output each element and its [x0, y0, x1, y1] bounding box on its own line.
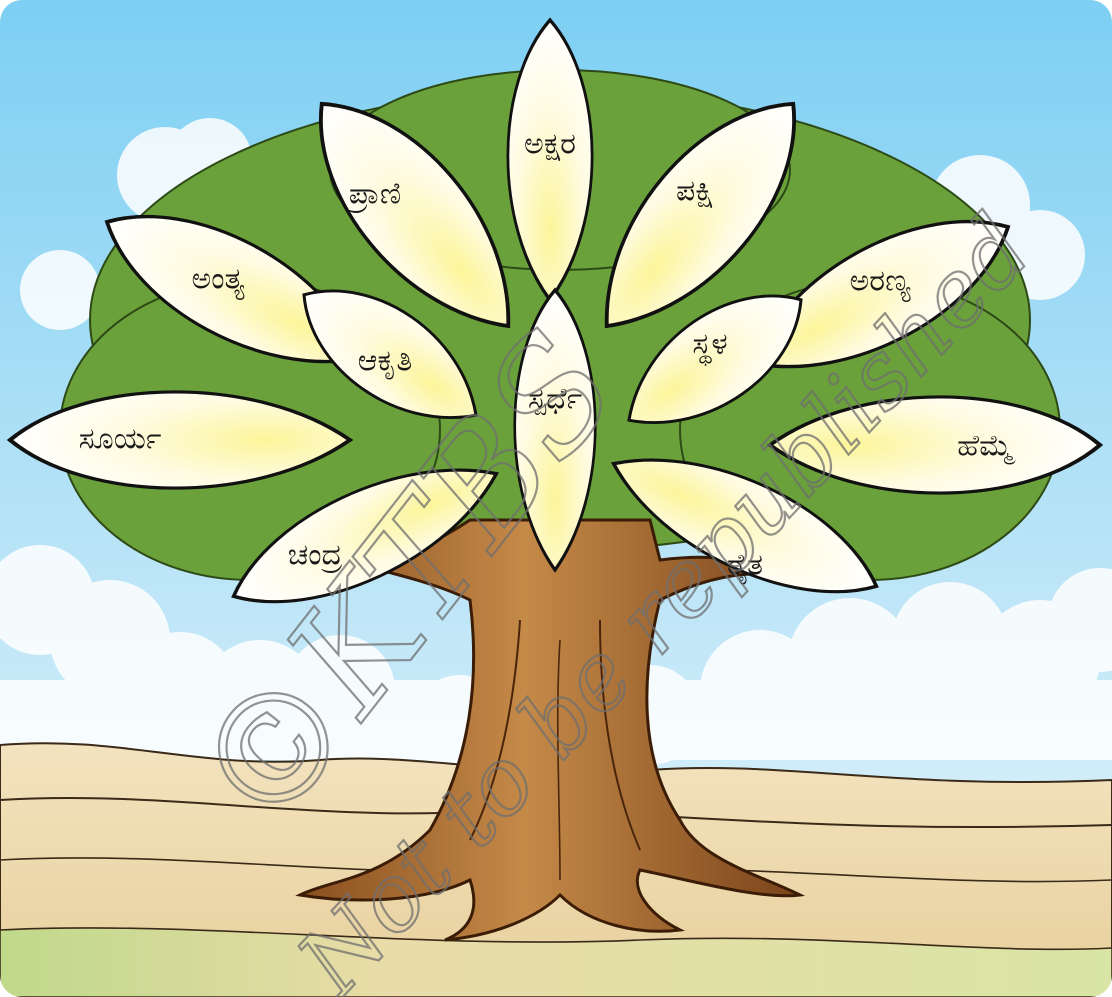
word-inner-left: ಆಕೃತಿ: [358, 344, 413, 380]
word-upper-right: ಪಕ್ಷಿ: [676, 174, 714, 209]
word-right-high: ಅರಣ್ಯ: [849, 264, 911, 303]
tree-trunk: [295, 518, 806, 942]
word-right-low: ಹೆಮ್ಮೆ: [957, 429, 1016, 465]
word-bottom-left: ಚಂದ್ರ: [288, 538, 343, 574]
word-left-high: ಅಂತ್ಯ: [191, 262, 245, 301]
word-upper-left: ಪ್ರಾಣಿ: [346, 177, 401, 214]
word-left-low: ಸೂರ್ಯ: [79, 422, 162, 457]
word-bottom-right: ರೈತ: [727, 548, 763, 585]
word-center: ಸ್ಪರ್ಧೆ: [528, 382, 582, 417]
word-inner-right: ಸ್ಥಳ: [692, 327, 727, 368]
clouds: [0, 118, 1112, 775]
word-top: ಅಕ್ಷರ: [524, 127, 576, 162]
